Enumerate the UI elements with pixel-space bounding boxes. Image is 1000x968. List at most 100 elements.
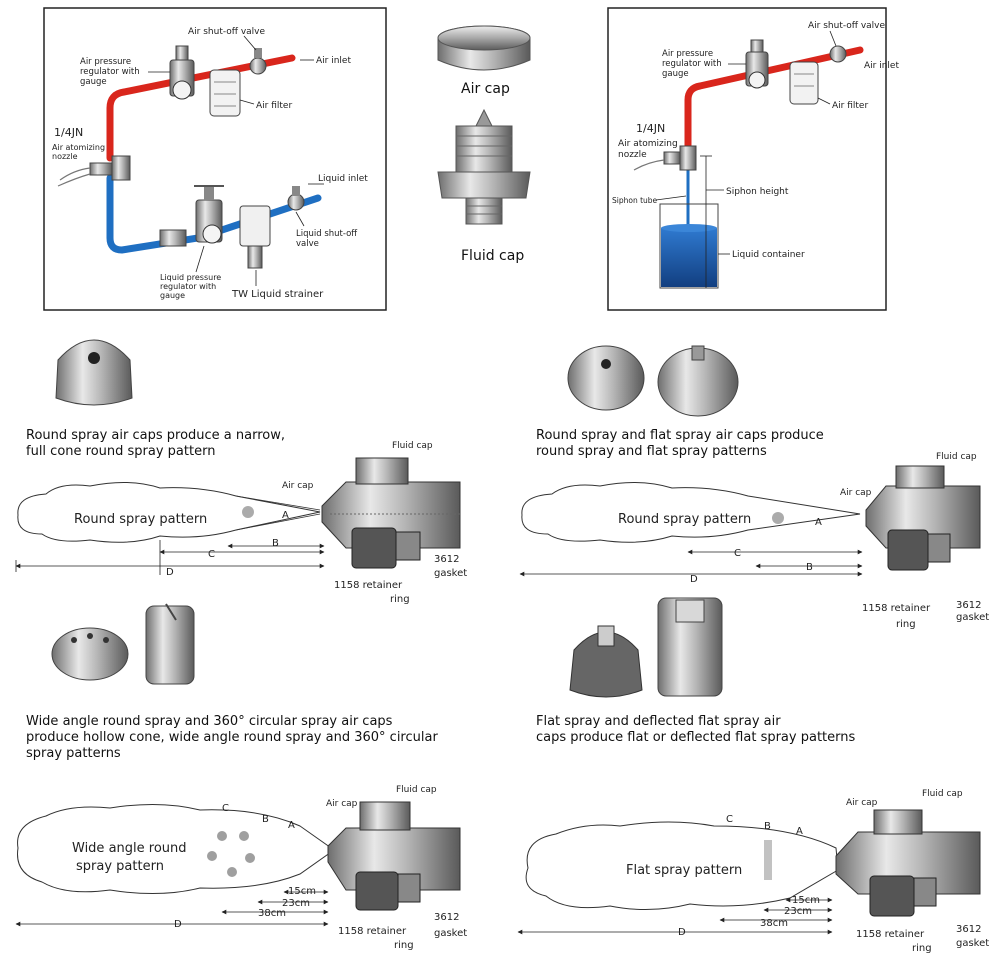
liquid-shutoff-icon <box>287 186 305 211</box>
dim-a-label: A <box>796 826 803 837</box>
fluid-cap-label: Fluid cap <box>936 452 977 462</box>
gasket-label: 3612 <box>956 600 981 611</box>
air-pipe <box>106 54 296 162</box>
strainer-label: TW Liquid strainer <box>231 289 324 300</box>
siphon-tube-label: Siphon tube <box>612 196 658 205</box>
dim-38cm-label: 38cm <box>760 918 788 929</box>
air-cap-label: Air cap <box>282 481 314 491</box>
retainer-label-2: ring <box>390 594 410 605</box>
gasket-label: 3612 <box>434 912 459 923</box>
gasket-label-2: gasket <box>434 568 467 579</box>
spray-dots <box>207 831 255 877</box>
center-parts: Air cap Fluid cap <box>437 25 531 264</box>
description-line: Flat spray and deflected flat spray air <box>536 714 781 729</box>
nozzle-section-drawing <box>835 809 981 917</box>
round-left-description: Round spray air caps produce a narrow, f… <box>26 428 285 460</box>
dim-38cm-label: 38cm <box>258 908 286 919</box>
retainer-label: 1158 retainer <box>338 926 407 937</box>
dim-b-label: B <box>764 821 771 832</box>
dim-d-label: D <box>166 567 174 578</box>
air-regulator-label-2: regulator with <box>662 59 722 69</box>
spray-dots <box>772 512 784 524</box>
air-cap-label: Air cap <box>326 799 358 809</box>
dim-15cm-label: 15cm <box>288 886 316 897</box>
dim-23cm-label: 23cm <box>784 906 812 917</box>
fluid-cap-title: Fluid cap <box>461 248 524 264</box>
air-cap-label: Air cap <box>840 488 872 498</box>
description-line: round spray and flat spray patterns <box>536 444 767 459</box>
air-regulator-icon <box>745 39 769 89</box>
dim-b-label: B <box>806 562 813 573</box>
section-round-right: Air cap Fluid cap Round spray pattern A … <box>519 345 989 630</box>
dim-c-label: C <box>726 814 733 825</box>
fluid-cap-icon <box>437 108 531 225</box>
air-shutoff-icon <box>829 45 847 63</box>
spray-dots <box>242 506 254 518</box>
liquid-inlet-label: Liquid inlet <box>318 174 368 184</box>
liquid-regulator-label-1: Liquid pressure <box>160 273 221 282</box>
model-label: 1/4JN <box>636 122 665 135</box>
fluid-cap-label: Fluid cap <box>396 785 437 795</box>
retainer-label: 1158 retainer <box>856 929 925 940</box>
model-label: 1/4JN <box>54 126 83 139</box>
dim-b-label: B <box>272 538 279 549</box>
dim-a-label: A <box>815 517 822 528</box>
liquid-regulator-label-2: regulator with <box>160 282 216 291</box>
nozzle-section-drawing <box>865 465 981 571</box>
retainer-label: 1158 retainer <box>334 580 403 591</box>
air-shutoff-label: Air shut-off valve <box>188 27 265 37</box>
wide-left-description: Wide angle round spray and 360° circular… <box>26 714 438 762</box>
dim-23cm-label: 23cm <box>282 898 310 909</box>
dim-c-label: C <box>734 548 741 559</box>
air-inlet-label: Air inlet <box>316 56 351 66</box>
deflected-air-cap-photo <box>657 597 723 697</box>
description-line: Wide angle round spray and 360° circular… <box>26 714 393 729</box>
description-line: Round spray and flat spray air caps prod… <box>536 428 824 443</box>
air-filter-icon <box>209 69 241 117</box>
liquid-container-icon <box>659 203 719 289</box>
panel-top-right: Air shut-off valve Air pressure regulato… <box>607 7 899 311</box>
dim-15cm-label: 15cm <box>792 895 820 906</box>
description-line: produce hollow cone, wide angle round sp… <box>26 730 438 745</box>
retainer-label: 1158 retainer <box>862 603 931 614</box>
air-filter-label: Air filter <box>256 101 292 111</box>
fluid-cap-label: Fluid cap <box>392 441 433 451</box>
air-cap-label: Air cap <box>846 798 878 808</box>
air-filter-icon <box>789 61 819 105</box>
air-cap-title: Air cap <box>461 81 510 97</box>
air-filter-label: Air filter <box>832 101 868 111</box>
nozzle-label-2: nozzle <box>52 152 78 161</box>
air-regulator-label-3: gauge <box>80 77 107 87</box>
spray-pattern-label: Flat spray pattern <box>626 863 742 878</box>
panel-frame <box>43 7 387 311</box>
air-inlet-label: Air inlet <box>864 61 899 71</box>
liquid-shutoff-label-2: valve <box>296 239 319 249</box>
spray-pattern-label: Round spray pattern <box>74 512 207 527</box>
gasket-label: 3612 <box>434 554 459 565</box>
round-right-description: Round spray and flat spray air caps prod… <box>536 428 824 460</box>
air-cap-icon <box>437 25 531 71</box>
liquid-regulator-label-3: gauge <box>160 291 185 300</box>
round-air-cap-photo-2 <box>657 345 739 417</box>
dim-b-label: B <box>262 814 269 825</box>
description-line: spray patterns <box>26 746 121 761</box>
flat-right-description: Flat spray and deflected flat spray air … <box>536 714 855 746</box>
gasket-label-2: gasket <box>956 938 989 949</box>
nozzle-label-1: Air atomizing <box>52 143 105 152</box>
air-regulator-label-3: gauge <box>662 69 689 79</box>
dim-d-label: D <box>174 919 182 930</box>
flat-air-cap-photo <box>567 345 645 411</box>
spray-cloud <box>521 481 861 543</box>
nozzle-icon <box>633 145 697 171</box>
dim-d-label: D <box>678 927 686 938</box>
flat-spray-band <box>764 840 772 880</box>
section-wide-left: Air cap Fluid cap Wide angle round spray… <box>15 603 467 951</box>
nozzle-icon <box>57 155 131 187</box>
air-regulator-label-1: Air pressure <box>662 49 713 59</box>
retainer-label-2: ring <box>896 619 916 630</box>
air-regulator-label-2: regulator with <box>80 67 140 77</box>
gasket-label-2: gasket <box>434 928 467 939</box>
gasket-label: 3612 <box>956 924 981 935</box>
wide-air-cap-photo <box>51 627 129 681</box>
nozzle-section-drawing <box>321 457 461 569</box>
